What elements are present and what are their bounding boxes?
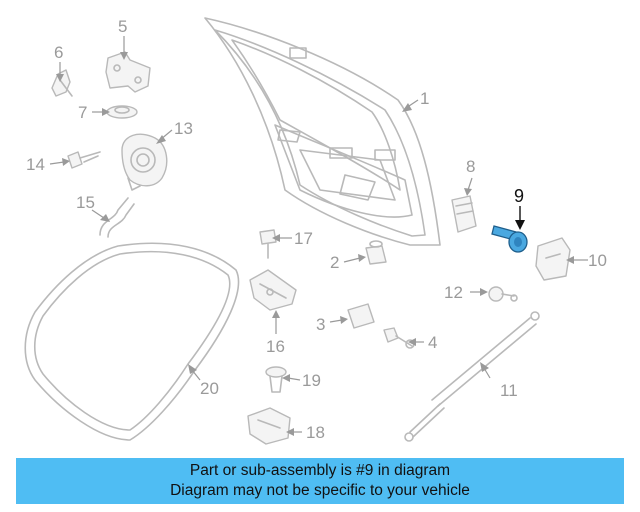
callout-18: 18 <box>306 423 325 442</box>
part-4-screw <box>383 327 415 349</box>
callout-14: 14 <box>26 155 45 174</box>
part-2-bumper <box>365 240 387 265</box>
leader-lines <box>49 36 588 436</box>
callout-7: 7 <box>78 103 87 122</box>
callout-19: 19 <box>302 371 321 390</box>
part-19-clip <box>265 366 287 393</box>
callout-2: 2 <box>330 253 339 272</box>
part-11-strut <box>404 311 540 442</box>
callout-5: 5 <box>118 17 127 36</box>
banner-line-2: Diagram may not be specific to your vehi… <box>170 482 470 499</box>
callout-10: 10 <box>588 251 607 270</box>
callout-11: 11 <box>500 381 518 400</box>
callout-6: 6 <box>54 43 63 62</box>
part-5-hinge <box>105 51 151 93</box>
part-15-hose <box>99 197 135 238</box>
part-7-grommet <box>106 105 138 119</box>
info-banner: Part or sub-assembly is #9 in diagram Di… <box>16 458 624 504</box>
part-1-liftgate <box>204 17 441 246</box>
part-18-bracket <box>247 407 291 445</box>
callout-13: 13 <box>174 119 193 138</box>
callout-9: 9 <box>514 186 524 206</box>
part-17-clip <box>259 229 277 259</box>
part-16-latch-assembly <box>249 269 297 311</box>
callout-15: 15 <box>76 193 95 212</box>
part-14-bolt <box>67 151 101 169</box>
part-20-seal <box>24 242 240 441</box>
callout-4: 4 <box>428 333 437 352</box>
callout-3: 3 <box>316 315 325 334</box>
callout-8: 8 <box>466 157 475 176</box>
callout-17: 17 <box>294 229 313 248</box>
callout-16: 16 <box>266 337 285 356</box>
part-8-latch <box>451 195 477 233</box>
part-13-actuator <box>121 133 168 191</box>
part-6-bolt <box>51 69 73 97</box>
part-10-cover <box>535 237 571 281</box>
callout-1: 1 <box>420 89 429 108</box>
callout-labels: 1 2 3 4 5 6 7 8 9 10 11 12 13 14 15 16 1… <box>26 17 607 442</box>
part-12-ballstud <box>488 286 518 302</box>
callout-20: 20 <box>200 379 219 398</box>
callout-12: 12 <box>444 283 463 302</box>
part-3-bumper <box>347 303 375 329</box>
banner-line-1: Part or sub-assembly is #9 in diagram <box>189 462 451 479</box>
part-9-bolt-highlighted <box>491 225 528 253</box>
parts-diagram: 1 2 3 4 5 6 7 8 9 10 11 12 13 14 15 16 1… <box>24 17 607 445</box>
